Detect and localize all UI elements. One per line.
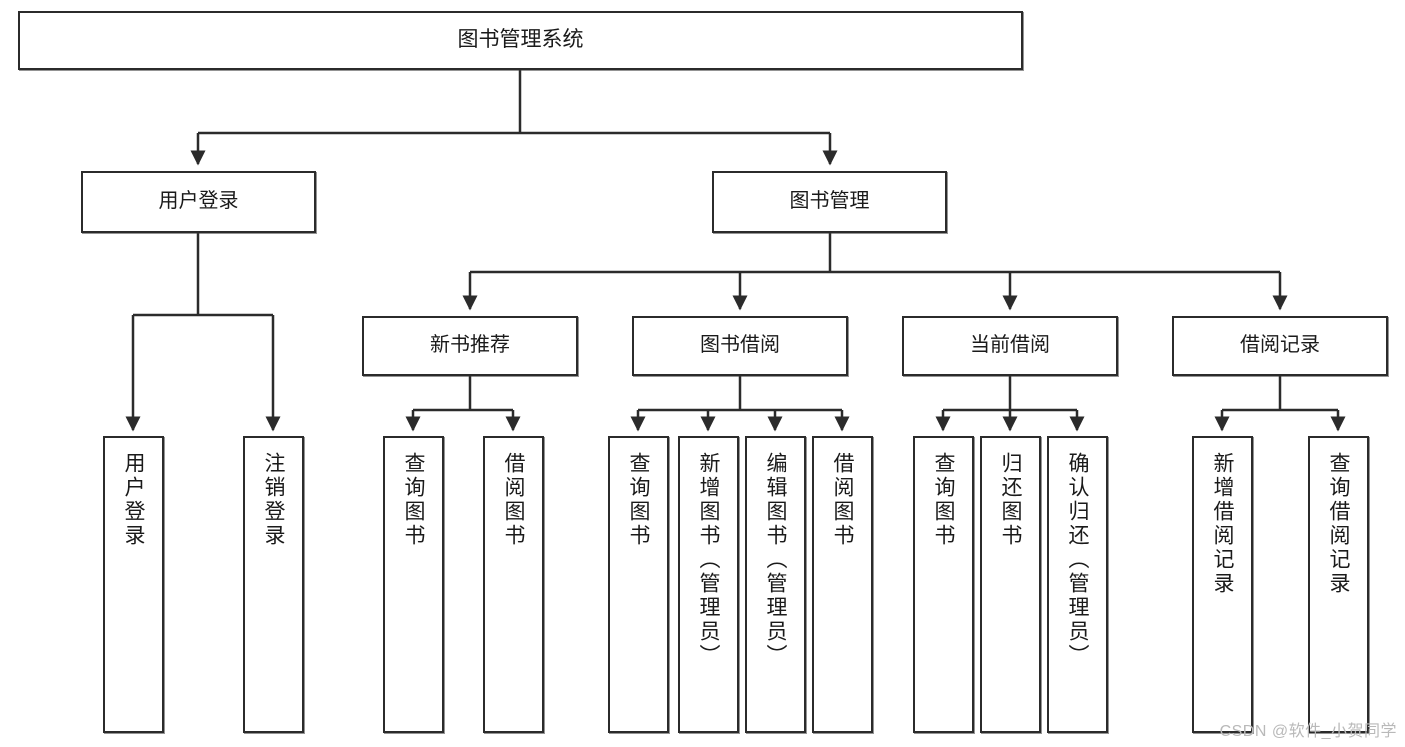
node-leaf-query-books-current[interactable]: 查询图书	[913, 436, 974, 733]
node-label: 编辑图书（管理员）	[764, 452, 787, 668]
node-label: 图书管理	[789, 190, 870, 213]
node-leaf-logout[interactable]: 注销登录	[243, 436, 304, 733]
node-label: 查询图书	[402, 452, 425, 548]
node-label: 新增借阅记录	[1211, 452, 1234, 596]
node-current-borrow[interactable]: 当前借阅	[902, 316, 1118, 376]
node-label: 归还图书	[999, 452, 1022, 548]
node-label: 借阅记录	[1240, 334, 1320, 357]
node-leaf-query-books-borrow[interactable]: 查询图书	[608, 436, 669, 733]
node-root-library-system[interactable]: 图书管理系统	[18, 11, 1023, 70]
node-label: 查询借阅记录	[1327, 452, 1350, 596]
node-label: 图书管理系统	[457, 28, 584, 52]
node-label: 用户登录	[158, 190, 239, 213]
node-book-borrow[interactable]: 图书借阅	[632, 316, 848, 376]
node-leaf-user-login[interactable]: 用户登录	[103, 436, 164, 733]
node-leaf-return-books[interactable]: 归还图书	[980, 436, 1041, 733]
node-book-management[interactable]: 图书管理	[712, 171, 947, 233]
node-label: 注销登录	[262, 452, 285, 548]
node-label: 确认归还（管理员）	[1066, 452, 1089, 668]
node-label: 新书推荐	[430, 334, 510, 357]
node-label: 用户登录	[122, 452, 145, 548]
node-leaf-query-borrow-record[interactable]: 查询借阅记录	[1308, 436, 1369, 733]
csdn-watermark: CSDN @软件_小贺同学	[1219, 723, 1397, 740]
node-leaf-borrow-books-borrow[interactable]: 借阅图书	[812, 436, 873, 733]
node-leaf-confirm-return-admin[interactable]: 确认归还（管理员）	[1047, 436, 1108, 733]
node-label: 借阅图书	[831, 452, 854, 548]
node-label: 新增图书（管理员）	[697, 452, 720, 668]
node-label: 查询图书	[627, 452, 650, 548]
node-leaf-add-book-admin[interactable]: 新增图书（管理员）	[678, 436, 739, 733]
node-leaf-add-borrow-record[interactable]: 新增借阅记录	[1192, 436, 1253, 733]
node-leaf-edit-book-admin[interactable]: 编辑图书（管理员）	[745, 436, 806, 733]
node-label: 当前借阅	[970, 334, 1050, 357]
node-user-login[interactable]: 用户登录	[81, 171, 316, 233]
node-new-book-recommend[interactable]: 新书推荐	[362, 316, 578, 376]
node-leaf-borrow-books-newbook[interactable]: 借阅图书	[483, 436, 544, 733]
node-label: 查询图书	[932, 452, 955, 548]
node-leaf-query-books-newbook[interactable]: 查询图书	[383, 436, 444, 733]
node-borrow-records[interactable]: 借阅记录	[1172, 316, 1388, 376]
node-label: 图书借阅	[700, 334, 780, 357]
node-label: 借阅图书	[502, 452, 525, 548]
